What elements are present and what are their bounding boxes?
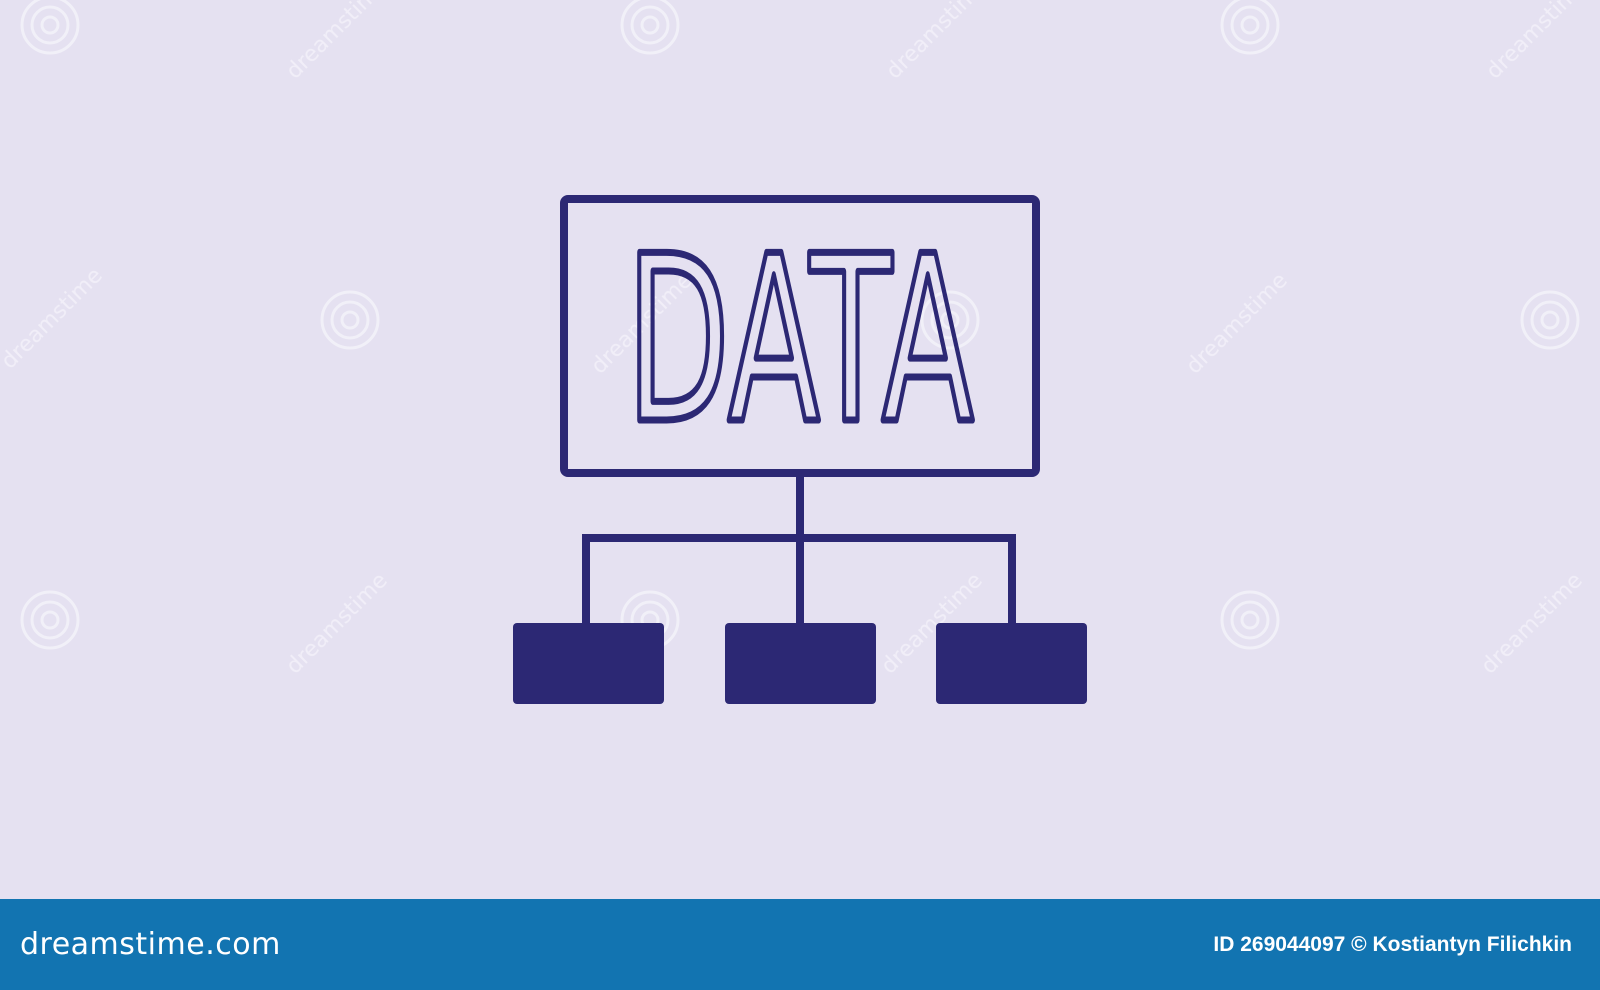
footer-bar: dreamstime.com ID 269044097 © Kostiantyn… bbox=[0, 899, 1600, 990]
child-node-right bbox=[936, 623, 1087, 704]
brand-logo[interactable]: dreamstime.com bbox=[20, 927, 281, 962]
connector-lines bbox=[582, 473, 1016, 628]
data-board: DATA bbox=[560, 195, 1040, 479]
child-node-middle bbox=[725, 623, 876, 704]
data-hierarchy-icon: DATA bbox=[513, 195, 1087, 704]
child-nodes bbox=[513, 623, 1087, 704]
image-canvas: dreamstime dreamstime dreamstime dreamst… bbox=[0, 0, 1593, 704]
image-credit: ID 269044097 © Kostiantyn Filichkin bbox=[1213, 932, 1572, 956]
child-node-left bbox=[513, 623, 664, 704]
data-board-label: DATA bbox=[626, 208, 974, 475]
